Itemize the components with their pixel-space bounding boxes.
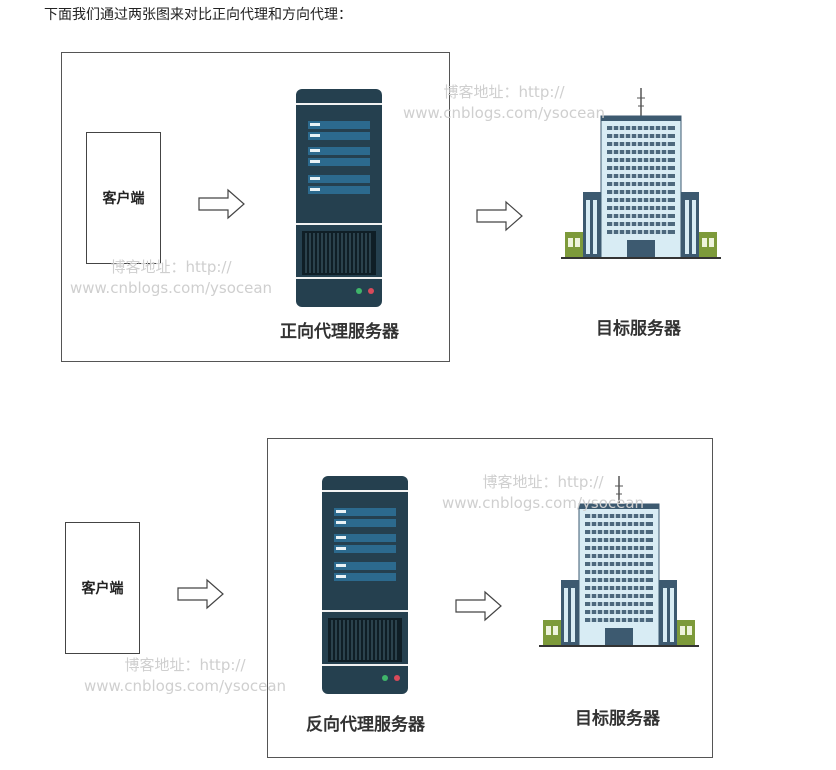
- right-arrow-icon: [198, 188, 245, 220]
- watermark: 博客地址：http:// www.cnblogs.com/ysocean: [70, 257, 272, 299]
- reverse-client-box: 客户端: [65, 522, 140, 654]
- forward-client-box: 客户端: [86, 132, 161, 264]
- watermark-line2: www.cnblogs.com/ysocean: [70, 279, 273, 297]
- office-building-icon: [561, 88, 721, 259]
- watermark-line2: www.cnblogs.com/ysocean: [403, 104, 606, 122]
- reverse-proxy-label: 反向代理服务器: [306, 715, 425, 735]
- office-building-icon: [539, 476, 699, 647]
- server-icon: [322, 476, 408, 694]
- right-arrow-icon: [476, 200, 523, 232]
- forward-target-label: 目标服务器: [596, 319, 681, 339]
- watermark: 博客地址：http:// www.cnblogs.com/ysocean: [403, 82, 605, 124]
- watermark-line2: www.cnblogs.com/ysocean: [442, 494, 645, 512]
- reverse-client-label: 客户端: [81, 581, 124, 597]
- watermark-line2: www.cnblogs.com/ysocean: [84, 677, 287, 695]
- watermark-line1: 博客地址：http://: [110, 258, 232, 276]
- server-icon: [296, 89, 382, 307]
- watermark-line1: 博客地址：http://: [482, 473, 604, 491]
- intro-text: 下面我们通过两张图来对比正向代理和方向代理：: [44, 7, 352, 23]
- right-arrow-icon: [177, 578, 224, 610]
- forward-client-label: 客户端: [102, 191, 145, 207]
- reverse-target-label: 目标服务器: [575, 709, 660, 729]
- right-arrow-icon: [455, 590, 502, 622]
- watermark-line1: 博客地址：http://: [124, 656, 246, 674]
- forward-proxy-label: 正向代理服务器: [280, 322, 399, 342]
- watermark-line1: 博客地址：http://: [443, 83, 565, 101]
- watermark: 博客地址：http:// www.cnblogs.com/ysocean: [84, 655, 286, 697]
- watermark: 博客地址：http:// www.cnblogs.com/ysocean: [442, 472, 644, 514]
